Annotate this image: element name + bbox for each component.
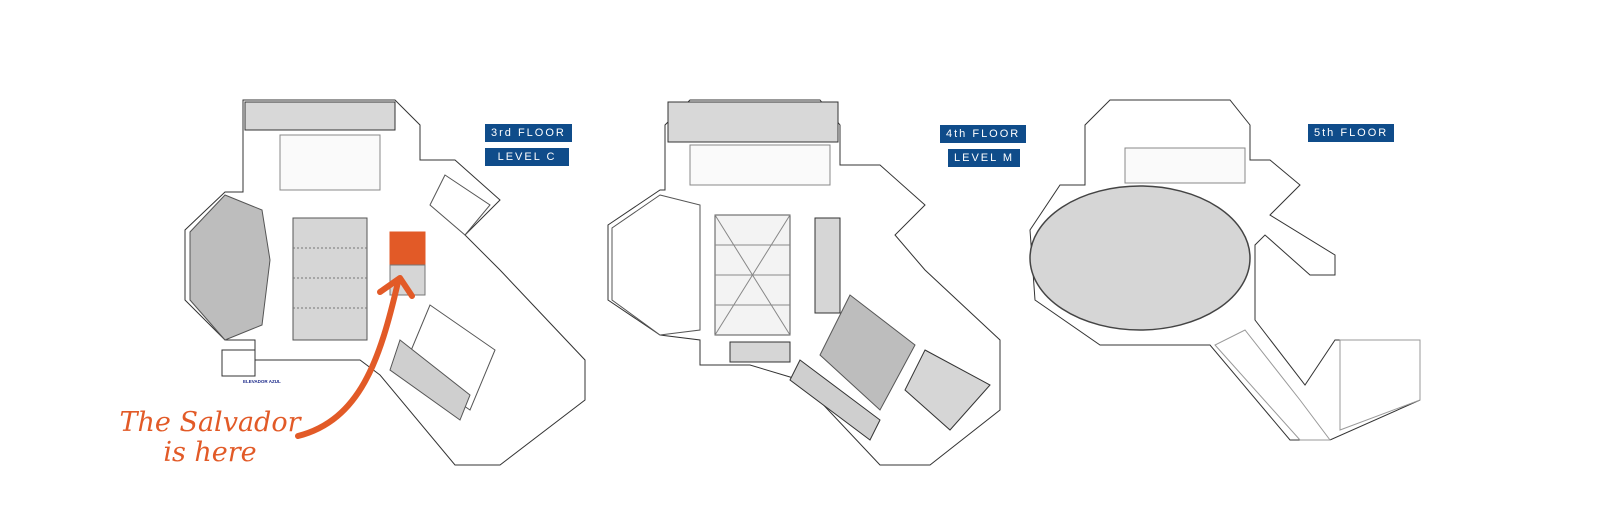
floor-badge-3rd: 3rd FLOOR: [485, 124, 572, 142]
floor-badge-4th: 4th FLOOR: [940, 125, 1027, 143]
callout-line2: is here: [163, 437, 257, 468]
callout-arrow: [295, 279, 401, 439]
floor-badge-5th: 5th FLOOR: [1308, 124, 1395, 142]
callout-line1: The Salvador: [119, 407, 301, 438]
level-badge-m: LEVEL M: [948, 149, 1021, 167]
floor-plan-4th: [607, 99, 1001, 466]
floor-plan-5th: [1029, 99, 1421, 441]
salvador-room-highlight: [389, 231, 426, 265]
elevator-label: ELEVADOR AZUL: [243, 379, 281, 384]
floor-plan-3rd: [184, 99, 586, 466]
level-badge-c: LEVEL C: [485, 148, 569, 166]
location-callout: The Salvador is here: [110, 408, 310, 468]
